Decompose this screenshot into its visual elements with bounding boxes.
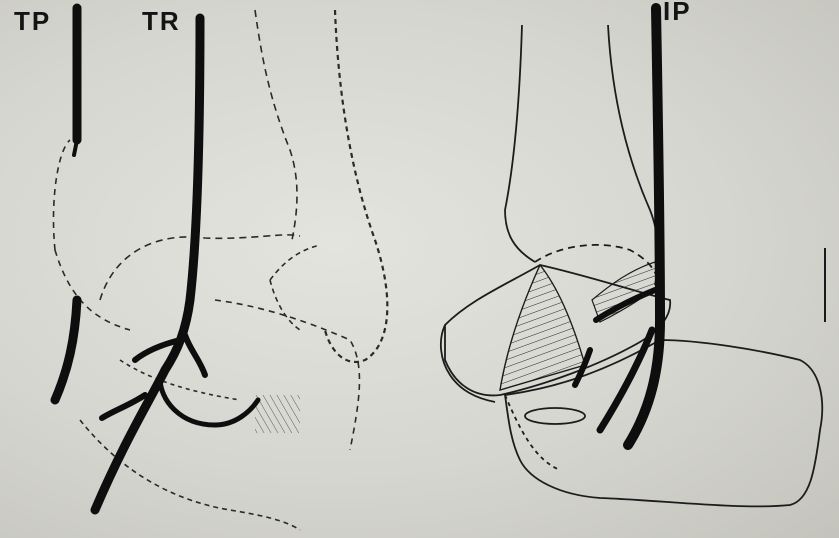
right-lower-edge bbox=[505, 395, 560, 470]
label-ip: IP bbox=[663, 0, 692, 27]
left-heel-outline bbox=[53, 140, 130, 330]
left-tendons bbox=[55, 8, 258, 510]
right-tibia-back bbox=[608, 25, 658, 285]
tr-tendon bbox=[95, 18, 200, 510]
right-tendons bbox=[575, 8, 660, 445]
tr-branch-2 bbox=[185, 335, 205, 375]
ligament-hatched-region bbox=[500, 265, 585, 390]
left-talus-outline bbox=[100, 235, 300, 300]
right-talus-neck bbox=[441, 325, 495, 402]
left-view bbox=[53, 10, 387, 530]
right-tibia-front bbox=[505, 25, 535, 262]
left-tibia-outline bbox=[255, 10, 297, 240]
left-mid-outline bbox=[120, 360, 240, 400]
tp-tendon bbox=[55, 8, 77, 400]
left-hatched-bone bbox=[255, 395, 300, 433]
tr-branch-3 bbox=[160, 378, 258, 425]
label-tr: TR bbox=[142, 6, 181, 37]
left-fibula-outline bbox=[325, 10, 387, 362]
label-tp: TP bbox=[14, 6, 51, 37]
right-sustentaculum bbox=[525, 408, 585, 424]
left-inner-outline bbox=[270, 245, 320, 330]
